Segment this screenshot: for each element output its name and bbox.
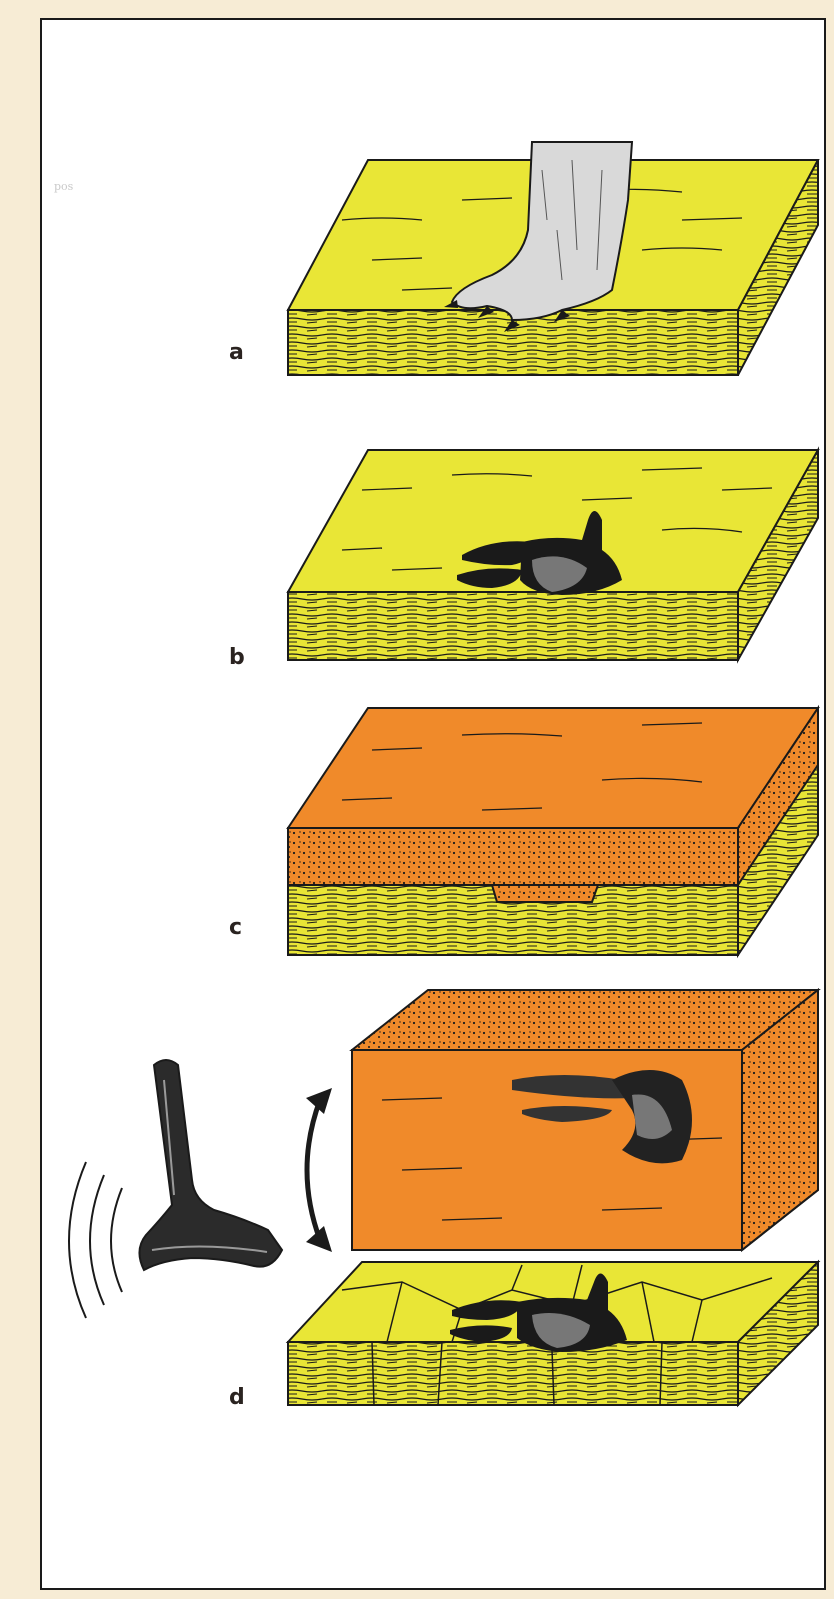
hammer-icon bbox=[139, 1060, 282, 1270]
block-d-sand bbox=[352, 990, 818, 1250]
block-c bbox=[288, 708, 818, 955]
block-d-clay bbox=[288, 1262, 818, 1405]
curved-double-arrow-icon bbox=[306, 1088, 332, 1252]
block-d-clay-front bbox=[288, 1342, 738, 1405]
block-c-top bbox=[288, 708, 818, 828]
block-b bbox=[288, 450, 818, 660]
diagram-frame: pos a b c d bbox=[40, 18, 826, 1590]
block-c-sand-front bbox=[288, 828, 738, 885]
block-a bbox=[288, 142, 818, 375]
diagram-illustration bbox=[42, 20, 826, 1590]
filled-footprint bbox=[492, 885, 598, 902]
block-b-front bbox=[288, 592, 738, 660]
block-d-sand-edge bbox=[352, 990, 818, 1050]
sound-waves-icon bbox=[69, 1162, 122, 1318]
